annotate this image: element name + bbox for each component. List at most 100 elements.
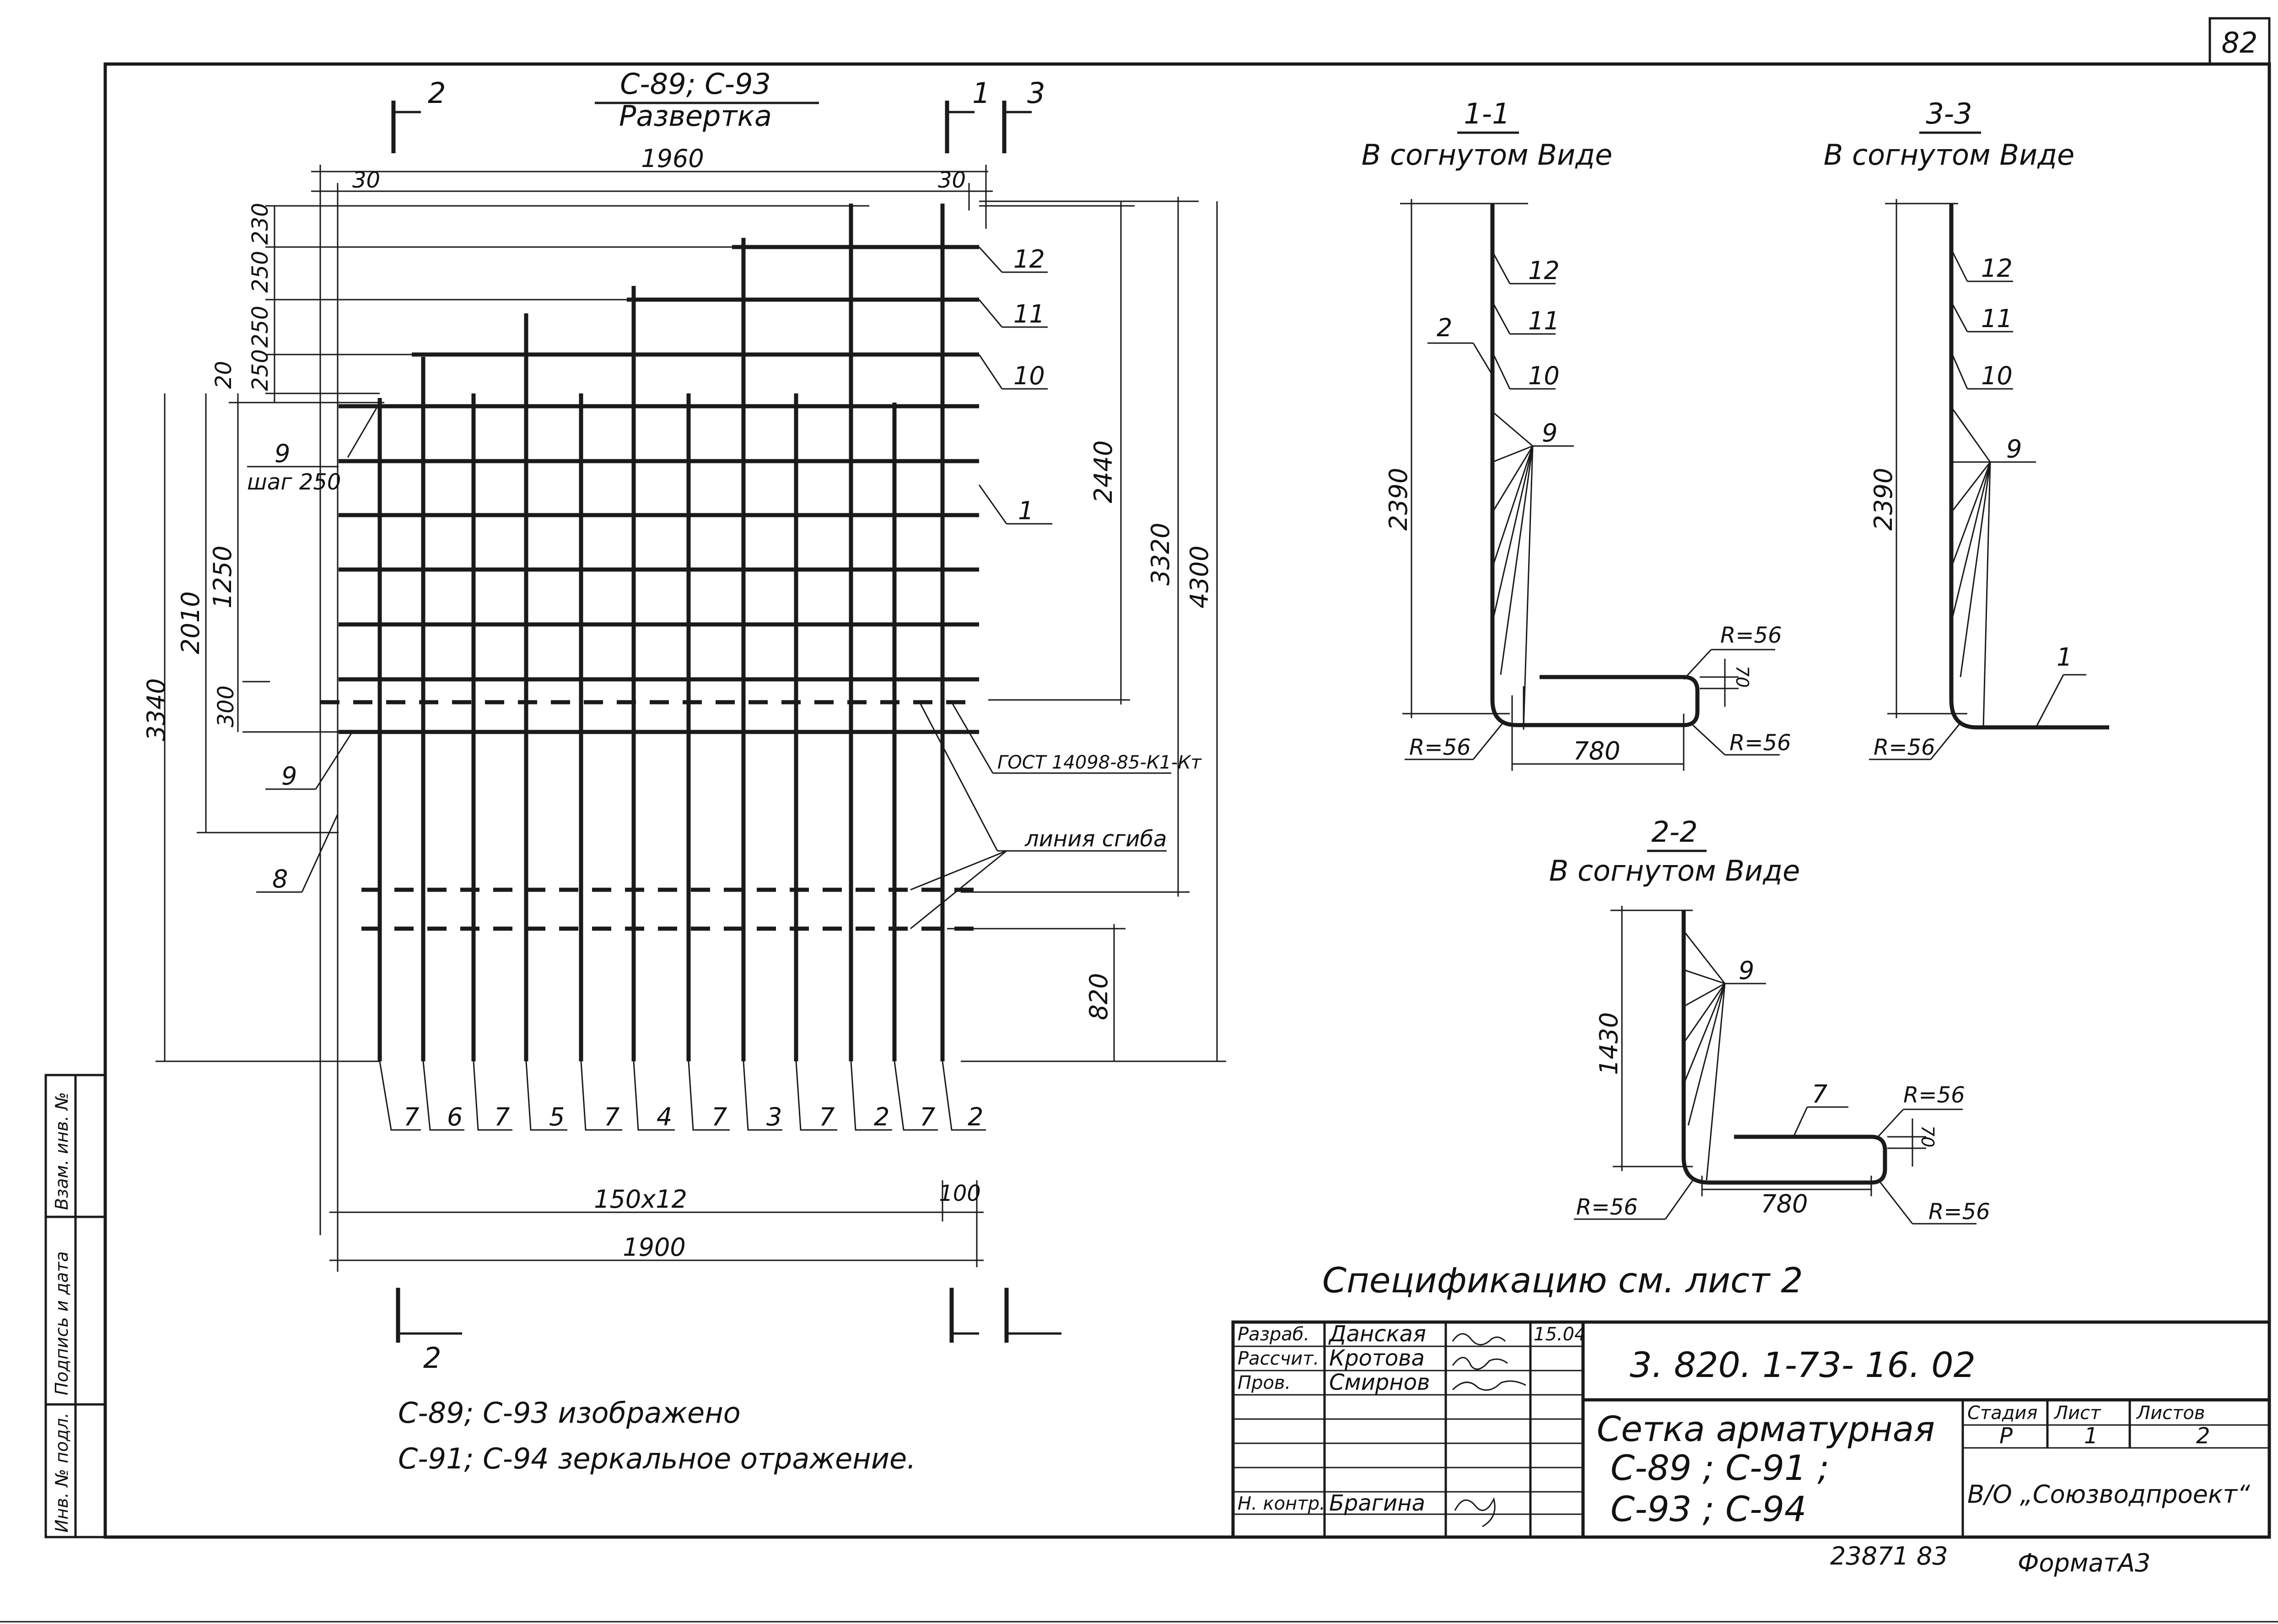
section-2-2-780: 780	[1761, 1189, 1808, 1218]
stamp-signature-date: Подпись и дата	[52, 1251, 72, 1395]
name-calculator: Кротова	[1329, 1345, 1425, 1371]
title-block: Разраб. Рассчит. Пров. Н. контр. Данская…	[1231, 1320, 2271, 1539]
section-1-1: 1-1 В согнутом Виде 2390 780 12 11 10 2 …	[1362, 97, 1791, 771]
bottom-pos-6: 7	[711, 1102, 727, 1131]
bottom-pos-4: 7	[604, 1102, 619, 1131]
section-1-1-70: 70	[1732, 666, 1752, 688]
unfolding-title-marks: С-89; С-93	[620, 67, 771, 101]
dim-1960: 1960	[641, 144, 704, 173]
product-name-2: С-89 ; С-91 ;	[1610, 1447, 1829, 1488]
pos-12: 12	[1013, 245, 1045, 274]
position-leaders-left: 9 шаг 250 9 8	[247, 402, 381, 893]
stamp-replace-inv: Взам. инв. №	[52, 1092, 72, 1210]
svg-text:10: 10	[1528, 361, 1560, 390]
dim-3320: 3320	[1146, 523, 1175, 586]
role-checked: Пров.	[1238, 1372, 1291, 1393]
bottom-pos-0: 7	[404, 1102, 419, 1131]
section-2-2-radius-top: R=56	[1903, 1082, 1965, 1108]
role-calculated: Рассчит.	[1238, 1348, 1319, 1369]
cut-mark-3: 3	[1002, 76, 1045, 153]
unfolding-title: Развертка	[619, 99, 772, 133]
section-1-1-radius-left: R=56	[1409, 735, 1471, 760]
section-3-3-subtitle: В согнутом Виде	[1824, 138, 2074, 172]
page-number-box	[2208, 17, 2271, 65]
bottom-dimensions: 150x12 100 1900	[329, 1180, 984, 1267]
bottom-pos-7: 3	[766, 1102, 782, 1131]
section-1-1-radius-right: R=56	[1729, 730, 1791, 756]
name-checker: Смирнов	[1329, 1370, 1430, 1395]
pitch-label: шаг 250	[247, 469, 341, 495]
section-2-2-height: 1430	[1594, 1012, 1623, 1075]
dim-1250: 1250	[208, 546, 237, 608]
dim-1900: 1900	[623, 1233, 685, 1262]
signatures	[1452, 1333, 1526, 1527]
bend-lines	[320, 700, 979, 931]
organization: В/О „Союзводпроект“	[1967, 1480, 2251, 1509]
bottom-pos-9: 2	[874, 1102, 889, 1131]
svg-text:2: 2	[1437, 313, 1452, 342]
bottom-pos-2: 7	[494, 1102, 510, 1131]
gost-label: ГОСТ 14098-85-К1-Кт	[997, 752, 1202, 773]
section-2-2-radius-right: R=56	[1928, 1199, 1990, 1225]
vertical-bars	[377, 204, 945, 1061]
pos-10: 10	[1013, 361, 1045, 390]
bottom-position-leaders: 7 6 7 5 7 4 7 3 7 2 7 2	[379, 1061, 986, 1131]
name-developer: Данская	[1328, 1321, 1426, 1347]
section-2-2-subtitle: В согнутом Виде	[1549, 854, 1800, 887]
svg-text:9: 9	[2006, 435, 2022, 463]
svg-text:7: 7	[1812, 1080, 1827, 1108]
svg-text:9: 9	[1739, 956, 1754, 985]
page-number: 82	[2222, 26, 2258, 59]
role-norm-control: Н. контр.	[1238, 1493, 1325, 1514]
svg-text:11: 11	[1981, 304, 2013, 333]
section-2-2-radius-left: R=56	[1576, 1194, 1638, 1220]
bottom-pos-5: 4	[657, 1102, 672, 1131]
bottom-pos-3: 5	[549, 1102, 565, 1131]
dim-20: 20	[211, 361, 237, 389]
svg-text:9: 9	[1542, 419, 1557, 447]
section-2-2-70: 70	[1917, 1125, 1938, 1147]
dim-250-b: 250	[248, 306, 273, 348]
cut-mark-2-bottom: 2	[396, 1288, 1061, 1375]
bottom-pos-1: 6	[447, 1102, 463, 1131]
side-stamp: Взам. инв. № Подпись и дата Инв. № подл.	[44, 1074, 107, 1538]
bottom-pos-8: 7	[819, 1102, 835, 1131]
note-line-2: С-91; С-94 зеркальное отражение.	[398, 1442, 916, 1475]
sheets-header: Листов	[2136, 1403, 2205, 1424]
section-2-2: 2-2 В согнутом Виде 1430 780 9 7 70 R=56	[1549, 815, 1990, 1225]
dim-3340: 3340	[142, 678, 171, 741]
bottom-pos-10: 7	[920, 1102, 935, 1131]
specification-note: Спецификацию см. лист 2	[1322, 1260, 1803, 1301]
section-1-1-780: 780	[1573, 737, 1620, 765]
bottom-number: 23871 83	[1830, 1542, 1948, 1570]
dim-30-right: 30	[938, 167, 966, 193]
horizontal-bars	[339, 245, 979, 734]
section-1-1-subtitle: В согнутом Виде	[1362, 138, 1612, 172]
stage-value: Р	[1999, 1423, 2013, 1449]
pos-9-top: 9	[275, 439, 290, 468]
dim-230: 230	[248, 203, 273, 245]
dim-2440: 2440	[1089, 441, 1118, 503]
svg-text:10: 10	[1981, 361, 2013, 390]
section-1-1-height: 2390	[1384, 468, 1413, 531]
bend-line-label: линия сгиба	[1024, 826, 1167, 852]
pos-1: 1	[1018, 496, 1034, 525]
date-developed: 15.04	[1534, 1324, 1586, 1345]
unfolding-view: С-89; С-93 Развертка 2 1 3 2	[142, 67, 1226, 1375]
svg-text:2: 2	[428, 76, 446, 110]
name-norm-controller: Брагина	[1329, 1490, 1425, 1516]
svg-text:11: 11	[1528, 307, 1560, 335]
dim-250-c: 250	[248, 349, 273, 391]
section-3-3: 3-3 В согнутом Виде 2390 12 11 10 9 1 R=…	[1824, 97, 2109, 760]
svg-text:1: 1	[2057, 643, 2072, 672]
dim-150x12: 150x12	[594, 1185, 687, 1214]
pos-8: 8	[272, 865, 288, 893]
section-3-3-radius: R=56	[1874, 735, 1935, 760]
dim-4300: 4300	[1185, 546, 1214, 608]
svg-text:1: 1	[972, 76, 990, 110]
document-code: 3. 820. 1-73- 16. 02	[1630, 1344, 1976, 1385]
stage-header: Стадия	[1967, 1403, 2037, 1424]
dim-30-left: 30	[352, 167, 380, 193]
position-leaders-right: 12 11 10 1 ГОСТ 14098-85-К1-Кт линия сги…	[910, 245, 1202, 930]
